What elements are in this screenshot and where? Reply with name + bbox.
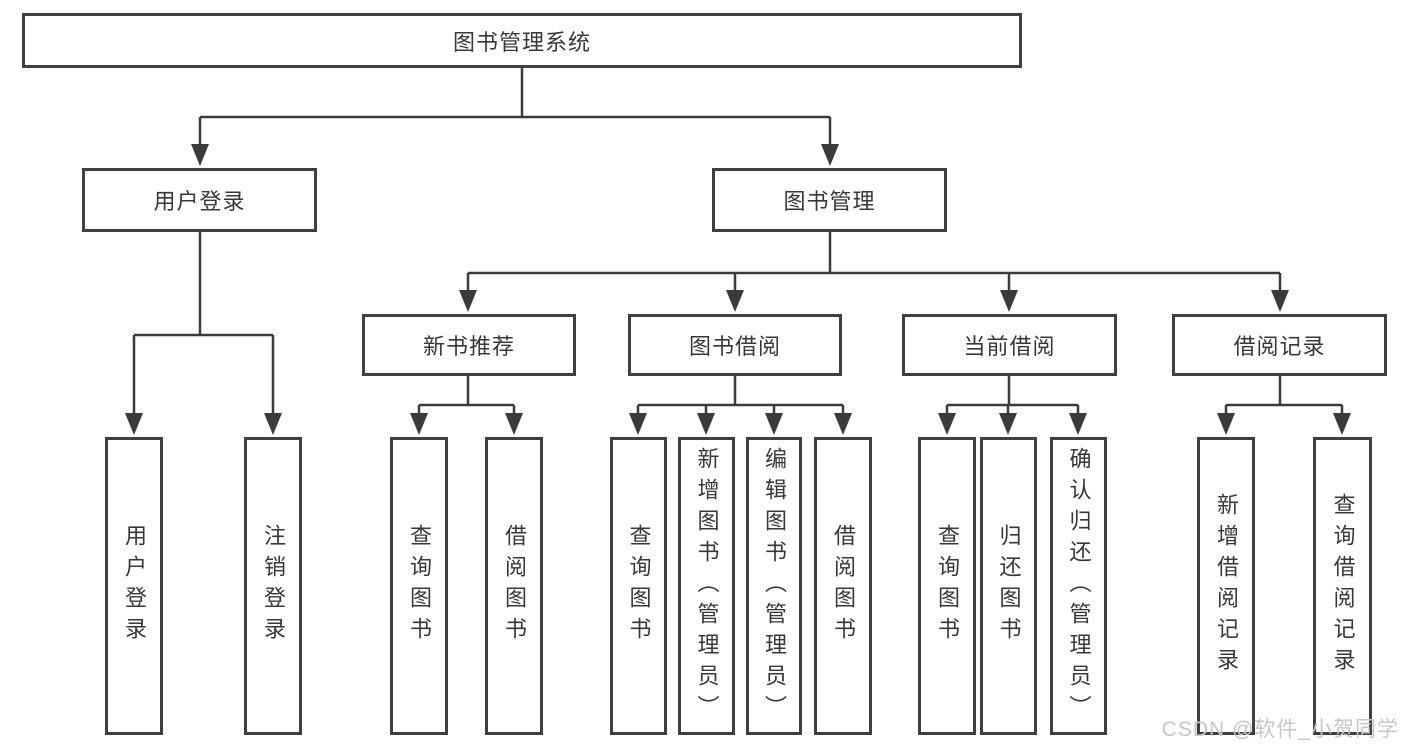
- node-label: 借阅记录: [1233, 334, 1326, 359]
- node-label: 当前借阅: [963, 334, 1056, 359]
- node-label: 用户登录: [122, 524, 147, 648]
- node-label: 新增借阅记录: [1214, 493, 1239, 679]
- node-label: 借阅图书: [831, 524, 856, 648]
- node-label: 图书管理: [783, 189, 876, 214]
- node-label: 图书管理系统: [452, 29, 591, 55]
- node-label: 查询借阅记录: [1330, 493, 1356, 679]
- leaf-add-books-admin: 新增图书（管理员）: [678, 437, 735, 735]
- node-label: 查询图书: [935, 524, 960, 648]
- node-borrow-record: 借阅记录: [1172, 314, 1387, 376]
- node-label: 图书借阅: [688, 334, 781, 359]
- node-label: 编辑图书（管理员）: [762, 446, 787, 726]
- node-label: 归还图书: [996, 524, 1022, 648]
- leaf-query-books-current: 查询图书: [918, 437, 976, 735]
- node-label: 查询图书: [626, 524, 652, 648]
- node-label: 借阅图书: [502, 524, 527, 648]
- csdn-watermark: CSDN @软件_小贺同学: [1161, 718, 1399, 741]
- node-new-book-recommend: 新书推荐: [362, 314, 576, 376]
- leaf-edit-books-admin: 编辑图书（管理员）: [746, 437, 802, 735]
- node-label: 新增图书（管理员）: [694, 446, 720, 726]
- leaf-query-books-borrow: 查询图书: [610, 437, 667, 735]
- node-label: 查询图书: [407, 524, 432, 648]
- node-book-management: 图书管理: [712, 168, 947, 232]
- node-user-login: 用户登录: [82, 168, 317, 232]
- leaf-user-login: 用户登录: [105, 437, 163, 735]
- leaf-query-borrow-record: 查询借阅记录: [1313, 437, 1372, 735]
- leaf-borrow-books-recommend: 借阅图书: [485, 437, 543, 735]
- node-label: 注销登录: [261, 524, 286, 648]
- node-label: 确认归还（管理员）: [1066, 446, 1092, 726]
- leaf-return-books: 归还图书: [980, 437, 1037, 735]
- leaf-add-borrow-record: 新增借阅记录: [1197, 437, 1255, 735]
- node-root-library-system: 图书管理系统: [22, 13, 1022, 68]
- leaf-logout: 注销登录: [244, 437, 302, 735]
- node-label: 用户登录: [153, 189, 246, 214]
- leaf-confirm-return-admin: 确认归还（管理员）: [1050, 437, 1107, 735]
- leaf-query-books-recommend: 查询图书: [390, 437, 448, 735]
- node-current-borrow: 当前借阅: [902, 314, 1117, 376]
- node-label: 新书推荐: [422, 334, 515, 359]
- leaf-borrow-books: 借阅图书: [814, 437, 872, 735]
- node-book-borrow: 图书借阅: [628, 314, 842, 376]
